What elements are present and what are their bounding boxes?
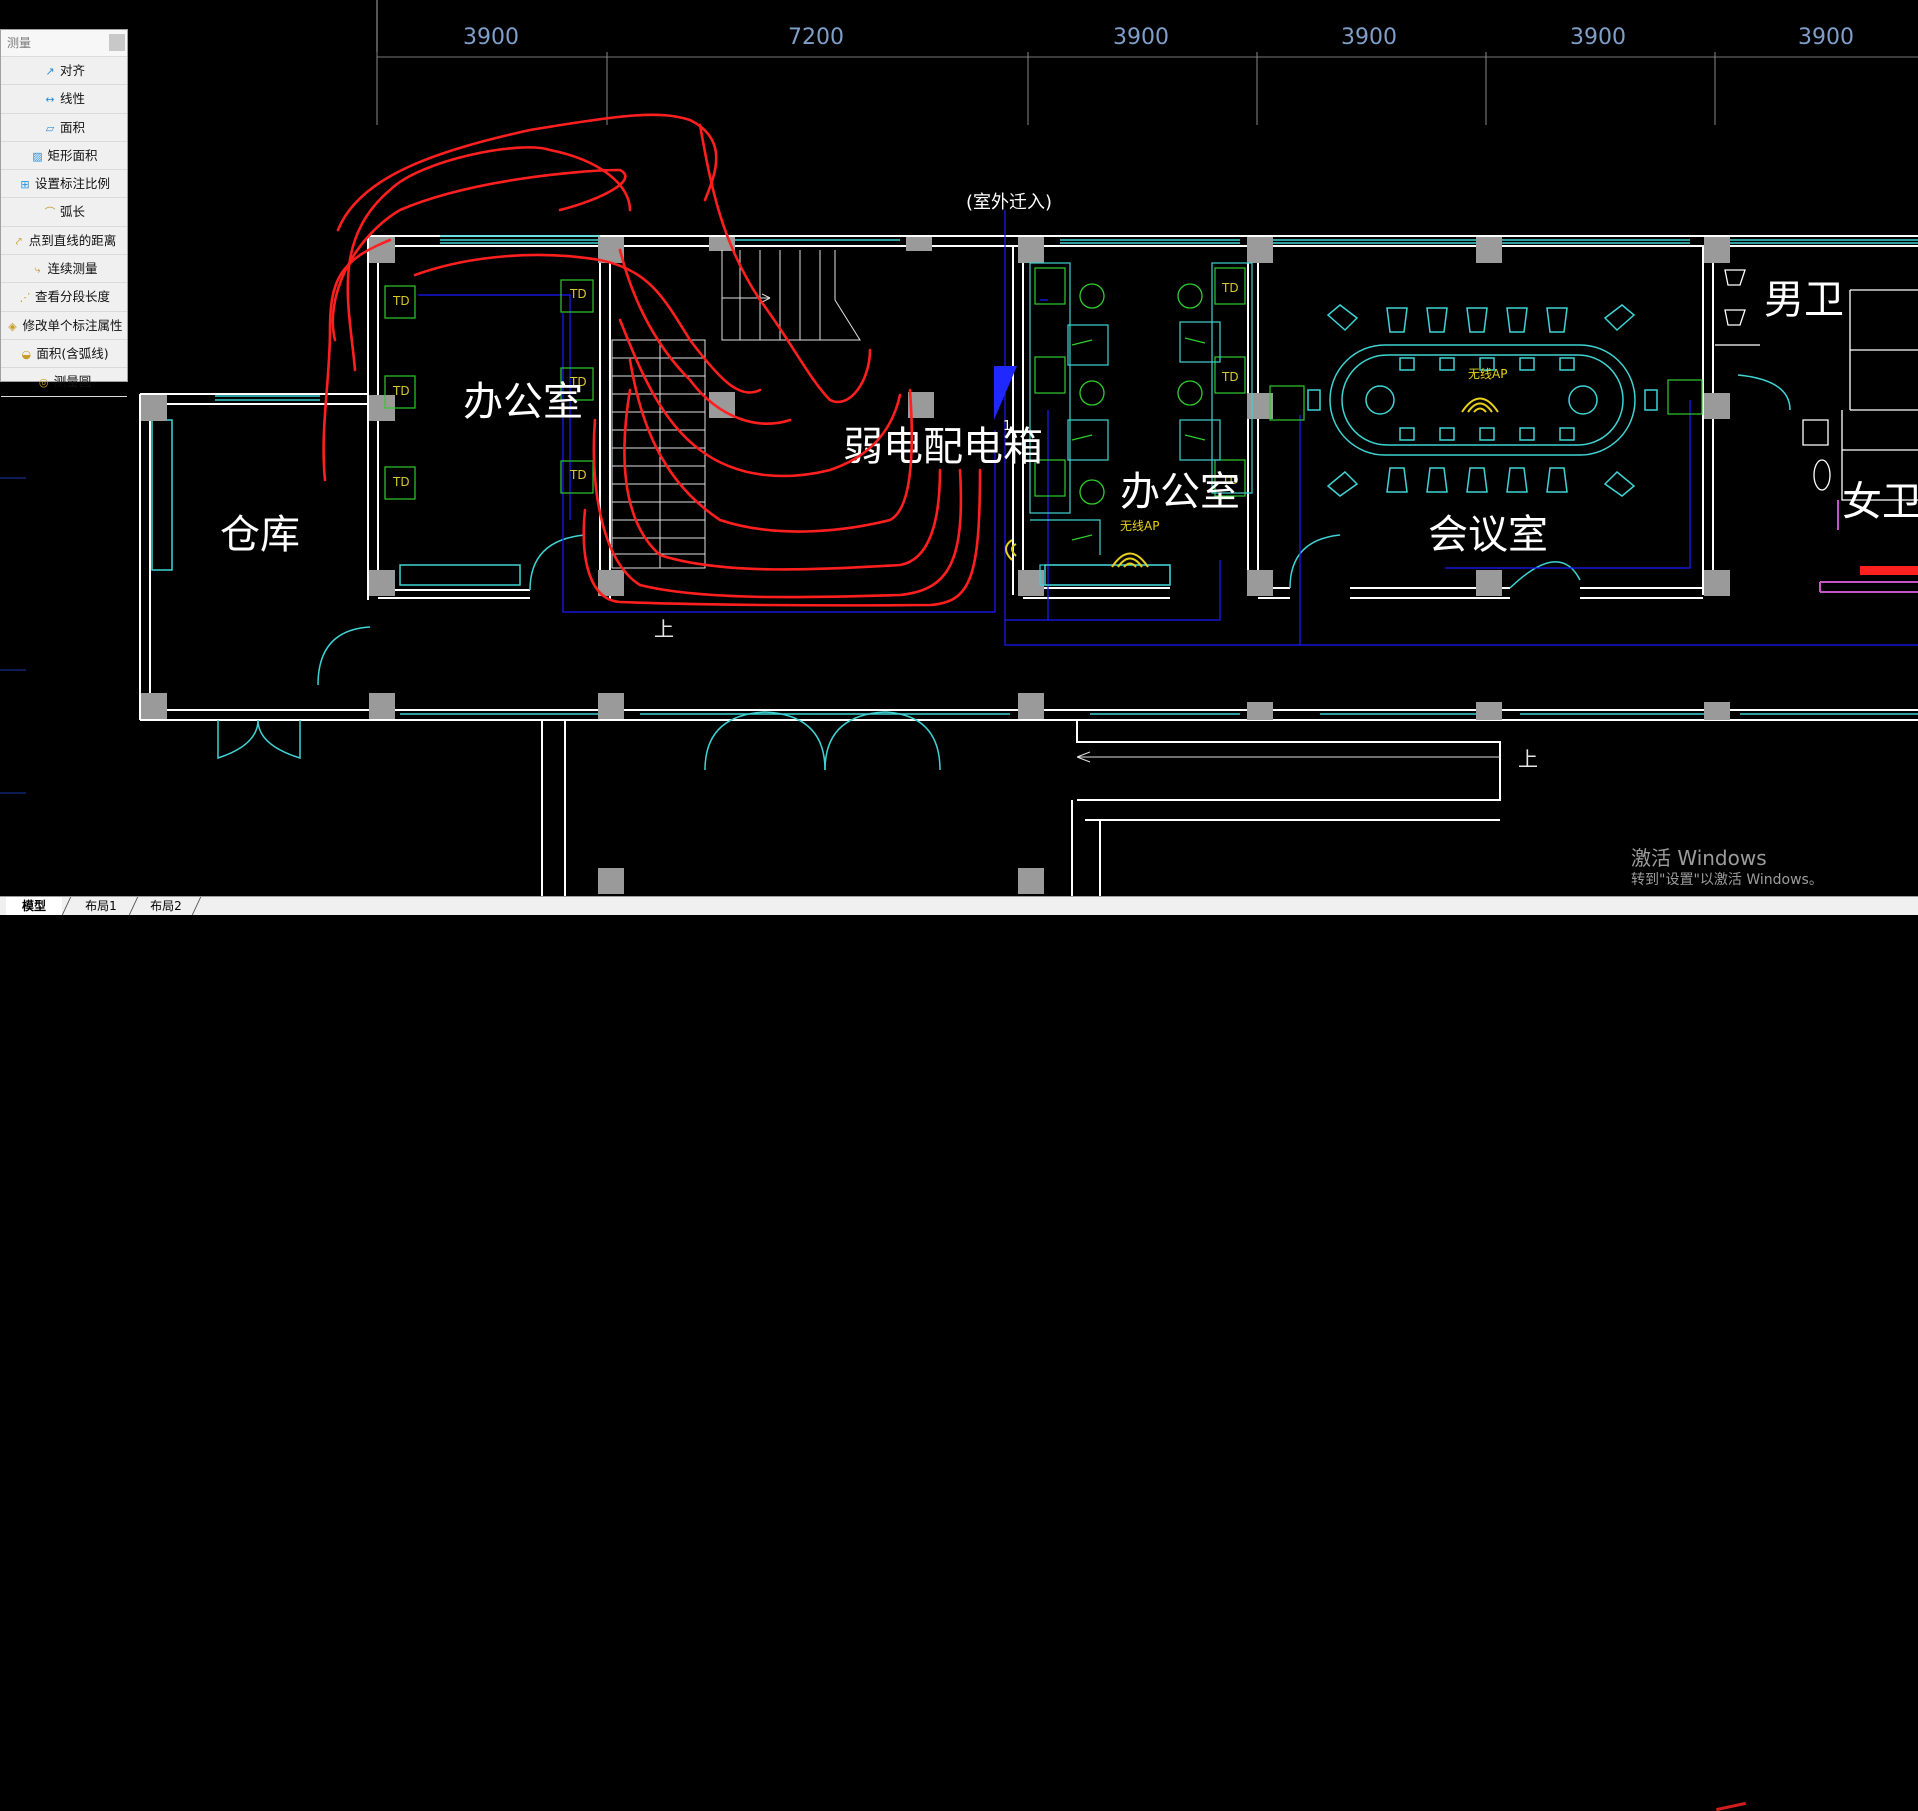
- room-label-weak-current-box: 弱电配电箱: [843, 424, 1043, 470]
- left-edge-marks: [0, 477, 26, 794]
- tool-area-button[interactable]: ▱ 面积: [1, 114, 127, 142]
- tool-arc-area-button[interactable]: ◒ 面积(含弧线): [1, 340, 127, 369]
- tool-label: 对齐: [59, 63, 85, 78]
- jack-label: TD: [569, 375, 587, 389]
- windows: [151, 235, 1918, 715]
- measure-circle-icon: ◎: [38, 376, 49, 390]
- room-label-men: 男卫: [1764, 277, 1844, 323]
- dimension-label: 3900: [1113, 25, 1169, 50]
- panel-close-button[interactable]: [109, 34, 125, 51]
- tool-label: 点到直线的距离: [28, 232, 117, 248]
- tool-segment-length-button[interactable]: ⋰查看分段长度: [1, 283, 127, 312]
- dimension-label: 3900: [1341, 25, 1397, 50]
- room-label-warehouse: 仓库: [220, 512, 300, 558]
- jack-label: TD: [569, 287, 587, 301]
- jack-label: TD: [1221, 281, 1239, 295]
- tool-label: 修改单个标注属性: [22, 317, 123, 333]
- columns: [141, 237, 1730, 894]
- wireless-ap-icon: [1005, 397, 1499, 568]
- tool-label: 查看分段长度: [34, 289, 110, 305]
- tool-label: 面积(含弧线): [36, 345, 109, 361]
- tool-edit-dimension-button[interactable]: ◈ 修改单个标注属性: [1, 312, 127, 340]
- red-markup-fragment: [1716, 1801, 1746, 1811]
- panel-title: 测量: [1, 30, 127, 57]
- tool-label: 设置标注比例: [34, 176, 110, 192]
- room-label-women: 女卫: [1842, 479, 1918, 525]
- jack-labels: TD TD TD TD TD TD TD TD TD: [392, 281, 1239, 489]
- tool-linear-button[interactable]: ↔ 线性: [1, 85, 127, 114]
- dimension-label: 3900: [1570, 25, 1626, 50]
- tab-layout1[interactable]: 布局1: [85, 899, 117, 913]
- distribution-box-symbol: [994, 366, 1017, 420]
- cable-routes: [418, 210, 1918, 646]
- cad-drawing-canvas[interactable]: 3900 7200 3900 3900 3900 3900: [0, 0, 1918, 896]
- jack-label: TD: [1221, 370, 1239, 384]
- tool-set-scale-button[interactable]: ⊞ 设置标注比例: [1, 170, 127, 199]
- jack-label: TD: [1221, 473, 1239, 487]
- office-desks: [1029, 262, 1253, 586]
- rect-area-icon: ▨: [32, 149, 43, 163]
- layout-tab-bar: 模型 布局1 布局2: [0, 896, 1918, 1811]
- tool-align-button[interactable]: ↗ 对齐: [1, 57, 127, 86]
- ap-label: 无线AP: [1468, 367, 1507, 381]
- arc-length-icon: ⌒: [44, 206, 56, 220]
- edit-dimension-icon: ◈: [8, 319, 17, 333]
- level-mark: 1: [1003, 419, 1011, 434]
- scale-icon: ⊞: [20, 178, 30, 192]
- ap-label: 无线AP: [1120, 519, 1159, 533]
- jack-label: TD: [392, 384, 410, 398]
- conference-table: [1307, 304, 1658, 497]
- doors: [217, 374, 1791, 771]
- stair-up-label: 上: [654, 617, 674, 641]
- tab-layout2[interactable]: 布局2: [150, 899, 182, 913]
- tool-label: 矩形面积: [47, 147, 98, 163]
- dimension-ticks: [376, 52, 1716, 125]
- red-marker: [1860, 566, 1918, 575]
- tool-label: 线性: [59, 91, 85, 107]
- tool-measure-circle-button[interactable]: ◎ 测量圆: [1, 368, 127, 397]
- room-label-meeting: 会议室: [1428, 512, 1548, 558]
- room-label-office: 办公室: [1120, 469, 1240, 515]
- measure-tool-panel[interactable]: 测量 ↗ 对齐 ↔ 线性 ▱ 面积 ▨ 矩形面积 ⊞ 设置标注比例 ⌒弧长 ⤤ 点到直线的距…: [0, 29, 128, 397]
- staircase: [611, 250, 1500, 763]
- panel-title-text: 测量: [7, 36, 32, 50]
- network-jacks: [384, 267, 1703, 500]
- arc-area-icon: ◒: [21, 347, 32, 361]
- jack-label: TD: [569, 468, 587, 482]
- pink-marker: [1819, 500, 1918, 593]
- restroom-fixtures: [1715, 269, 1918, 501]
- tab-model[interactable]: 模型: [6, 897, 62, 915]
- tool-label: 面积: [59, 119, 85, 135]
- office-chairs: [1071, 283, 1206, 541]
- point-line-distance-icon: ⤤: [15, 234, 22, 248]
- room-label-office: 办公室: [463, 379, 583, 425]
- activation-watermark-subtitle: 转到"设置"以激活 Windows。: [1631, 872, 1823, 888]
- dimension-label: 7200: [788, 25, 844, 50]
- jack-label: TD: [392, 294, 410, 308]
- continuous-measure-icon: ⤷: [34, 263, 41, 277]
- tool-label: 测量圆: [53, 374, 92, 390]
- tool-label: 连续测量: [47, 261, 98, 277]
- outdoor-entry-note: (室外迁入): [966, 192, 1052, 213]
- dimension-label: 3900: [1798, 25, 1854, 50]
- tool-arc-length-button[interactable]: ⌒弧长: [1, 198, 127, 227]
- walls: [139, 235, 1918, 896]
- stair-up-label: 上: [1518, 747, 1538, 771]
- tool-label: 弧长: [59, 204, 85, 220]
- red-markup-annotation: [322, 113, 982, 607]
- linear-dimension-icon: ↔: [45, 93, 55, 107]
- tab-separator: [61, 897, 72, 915]
- segment-length-icon: ⋰: [19, 291, 31, 305]
- dimension-label: 3900: [463, 25, 519, 50]
- jack-label: TD: [392, 475, 410, 489]
- tool-rect-area-button[interactable]: ▨ 矩形面积: [1, 142, 127, 171]
- tool-point-line-distance-button[interactable]: ⤤ 点到直线的距离: [1, 227, 127, 256]
- area-icon: ▱: [45, 121, 55, 135]
- align-icon: ↗: [45, 65, 55, 78]
- activation-watermark-title: 激活 Windows: [1631, 846, 1767, 870]
- tool-continuous-measure-button[interactable]: ⤷ 连续测量: [1, 255, 127, 284]
